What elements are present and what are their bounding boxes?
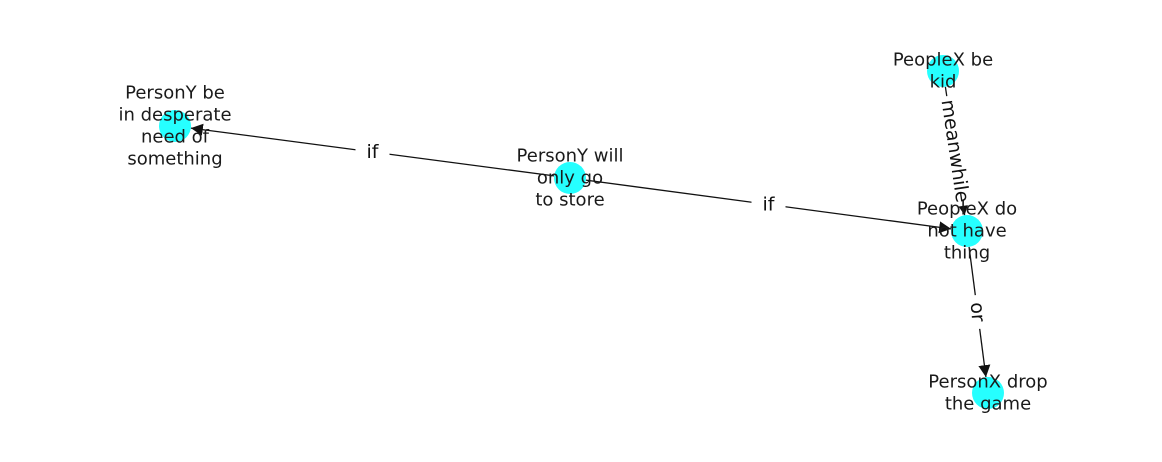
node-label-line: something <box>127 149 222 170</box>
edge-label-e1: if <box>367 141 380 163</box>
node-n3 <box>951 215 983 247</box>
edge-label-background <box>934 94 976 208</box>
edge-label-group-e1: if <box>355 139 390 165</box>
node-n2 <box>554 162 586 194</box>
edge-label-group-e3: meanwhile <box>934 94 976 208</box>
edge-label-group-e4: or <box>963 294 992 330</box>
node-label-line: PeopleX do <box>917 199 1017 220</box>
node-label-line: to store <box>535 190 604 211</box>
edges-layer <box>190 86 991 378</box>
edge-label-e4: or <box>966 301 989 322</box>
edge-label-background <box>355 139 390 165</box>
node-label-line: PersonY will <box>517 146 624 167</box>
node-label-line: PersonY be <box>125 83 225 104</box>
edge-label-background <box>963 294 992 330</box>
node-label-line: need of <box>141 127 210 148</box>
node-label-line: only go <box>537 168 603 189</box>
node-label-line: not have <box>927 221 1006 242</box>
edge-label-group-e2: if <box>751 191 786 218</box>
edge-label-e2: if <box>763 194 776 216</box>
node-label-line: kid <box>930 72 957 93</box>
edge-label-background <box>751 191 786 218</box>
node-label-line: in desperate <box>118 105 231 126</box>
node-label-line: PeopleX be <box>893 50 993 71</box>
node-label-line: thing <box>944 243 990 264</box>
node-n4 <box>927 55 959 87</box>
node-label-line: the game <box>945 394 1031 415</box>
nodes-layer <box>159 55 1004 409</box>
node-n1 <box>159 110 191 142</box>
node-label-line: PersonX drop <box>928 372 1047 393</box>
edge-labels-layer: if if meanwhile or <box>355 94 992 330</box>
node-n5 <box>972 377 1004 409</box>
